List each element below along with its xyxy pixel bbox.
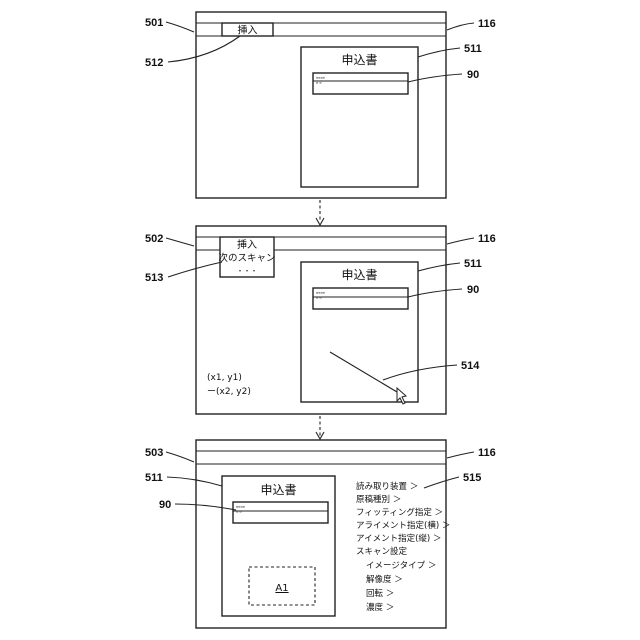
ref-511-c: 511 bbox=[145, 472, 163, 484]
coord-end: ー(x2, y2) bbox=[207, 387, 251, 397]
leader-116-b bbox=[447, 238, 474, 244]
leader-502 bbox=[166, 238, 194, 246]
ref-90-b: 90 bbox=[467, 284, 479, 296]
leader-116-a bbox=[447, 23, 474, 30]
field-90-c-marks: ¤¤¤¤ bbox=[236, 505, 246, 509]
insert-menu-label: 挿入 bbox=[238, 24, 258, 37]
leader-501 bbox=[166, 22, 194, 32]
field-90-b-marks: ¤¤¤¤ bbox=[316, 291, 326, 295]
field-90-marks-2: ¤ ¤ bbox=[316, 81, 322, 85]
panel-501: 挿入 申込書 ¤¤¤¤ ¤ ¤ 501 512 116 511 90 bbox=[145, 12, 496, 198]
setting-align-vertical[interactable]: アイメント指定(縦) ＞ bbox=[356, 533, 441, 544]
setting-doc-type[interactable]: 原稿種別 ＞ bbox=[356, 494, 401, 505]
ref-511-a: 511 bbox=[464, 43, 482, 55]
ref-513: 513 bbox=[145, 272, 163, 284]
ref-90-a: 90 bbox=[467, 69, 479, 81]
field-90-c-marks-2: ¤ ¤ bbox=[236, 510, 242, 514]
field-90 bbox=[313, 73, 408, 94]
ref-501: 501 bbox=[145, 17, 163, 29]
document-title: 申込書 bbox=[341, 53, 377, 67]
field-90-marks: ¤¤¤¤ bbox=[316, 76, 326, 80]
ref-502: 502 bbox=[145, 233, 163, 245]
menu-item-more: ・・・ bbox=[237, 267, 258, 275]
ref-90-c: 90 bbox=[159, 499, 171, 511]
panel-503: 申込書 ¤¤¤¤ ¤ ¤ A1 読み取り装置 ＞ 原稿種別 ＞ フィッティング指… bbox=[145, 440, 496, 628]
ref-511-b: 511 bbox=[464, 258, 482, 270]
field-90-b bbox=[313, 288, 408, 309]
ref-116-c: 116 bbox=[478, 447, 496, 459]
coord-start: (x1, y1) bbox=[207, 373, 242, 383]
ref-515: 515 bbox=[463, 472, 481, 484]
document-511-b bbox=[301, 262, 418, 402]
menu-item-insert[interactable]: 挿入 bbox=[237, 238, 257, 251]
scan-area-a1-label: A1 bbox=[275, 583, 288, 594]
setting-resolution[interactable]: 解像度 ＞ bbox=[366, 574, 403, 585]
setting-image-type[interactable]: イメージタイプ ＞ bbox=[366, 561, 436, 571]
setting-reader[interactable]: 読み取り装置 ＞ bbox=[356, 481, 418, 492]
document-511-c bbox=[222, 476, 335, 616]
document-title-c: 申込書 bbox=[260, 483, 296, 497]
setting-fitting[interactable]: フィッティング指定 ＞ bbox=[356, 507, 443, 518]
setting-scan-header: スキャン設定 bbox=[356, 546, 408, 557]
document-title-b: 申込書 bbox=[341, 268, 377, 282]
ref-116-a: 116 bbox=[478, 18, 496, 30]
leader-116-c bbox=[447, 452, 474, 458]
menu-item-next-scan[interactable]: 次のスキャン bbox=[218, 252, 275, 264]
setting-rotation[interactable]: 回転 ＞ bbox=[366, 589, 394, 599]
setting-align-horizontal[interactable]: アライメント指定(横) ＞ bbox=[356, 520, 450, 531]
setting-density[interactable]: 濃度 ＞ bbox=[366, 602, 394, 613]
ref-514: 514 bbox=[461, 360, 480, 372]
field-90-b-marks-2: ¤ ¤ bbox=[316, 296, 322, 300]
leader-503 bbox=[166, 452, 194, 462]
panel-502: 挿入 次のスキャン ・・・ 申込書 ¤¤¤¤ ¤ ¤ (x1, y1) ー(x2… bbox=[145, 226, 496, 414]
field-90-c bbox=[233, 502, 328, 523]
ref-512: 512 bbox=[145, 57, 163, 69]
document-511 bbox=[301, 47, 418, 187]
ref-116-b: 116 bbox=[478, 233, 496, 245]
ref-503: 503 bbox=[145, 447, 163, 459]
